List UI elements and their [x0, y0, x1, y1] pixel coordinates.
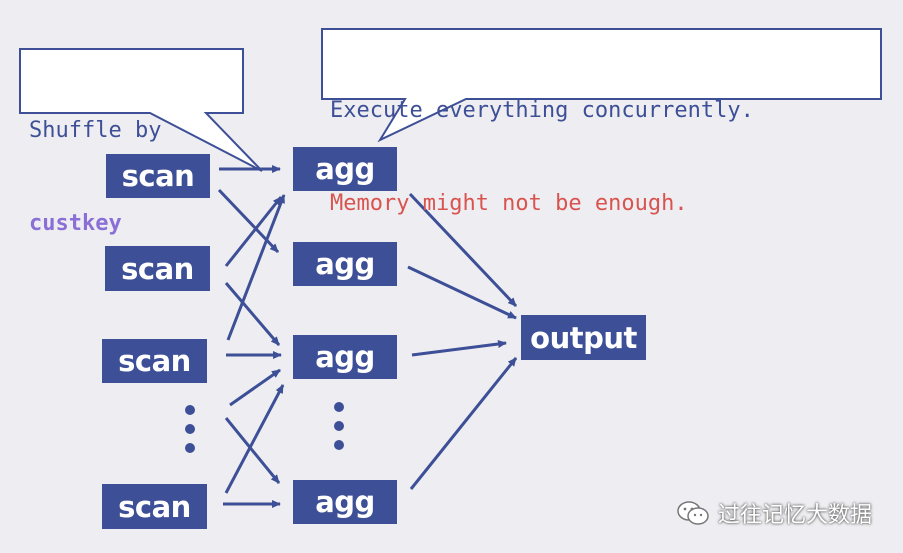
arrow-agg1-output — [408, 192, 518, 308]
watermark: 过往记忆大数据 — [676, 497, 872, 529]
shuffle-callout-box — [19, 48, 263, 172]
agg-node-2: agg — [293, 242, 397, 286]
arrow-scan2-agg1 — [224, 196, 283, 267]
memory-warning: Memory might not be enough. — [330, 191, 688, 216]
execute-callout-text: Execute everything concurrently. Memory … — [330, 33, 754, 250]
scan-node-4: scan — [102, 484, 207, 529]
scan-node-2: scan — [105, 246, 210, 291]
execute-callout-box — [321, 28, 882, 143]
shuffle-callout-text: Shuffle by custkey — [29, 53, 161, 270]
output-node: output — [521, 315, 646, 360]
agg-node-1: agg — [293, 147, 397, 191]
arrow-agg2-output — [407, 265, 517, 320]
arrow-dots-agg3 — [229, 368, 281, 407]
shuffle-prefix: Shuffle by — [29, 118, 162, 143]
scan-node-1: scan — [106, 154, 210, 198]
arrow-agg4-output — [409, 357, 518, 490]
watermark-text: 过往记忆大数据 — [718, 503, 873, 528]
arrow-scan2-agg3 — [224, 282, 281, 346]
execute-line: Execute everything concurrently. — [330, 98, 754, 123]
shuffle-key: custkey — [29, 211, 122, 236]
agg-ellipsis — [334, 402, 344, 459]
arrow-agg3-output — [411, 340, 507, 357]
scan-node-3: scan — [102, 339, 207, 383]
scan-ellipsis — [185, 405, 195, 462]
arrow-scan1-agg2 — [217, 188, 280, 254]
arrow-scan4-agg3 — [224, 384, 285, 494]
arrow-dots-agg4 — [224, 417, 281, 484]
agg-node-3: agg — [293, 335, 397, 379]
wechat-icon — [677, 501, 709, 525]
arrow-scan3-agg1 — [226, 194, 286, 341]
agg-node-4: agg — [293, 480, 397, 524]
